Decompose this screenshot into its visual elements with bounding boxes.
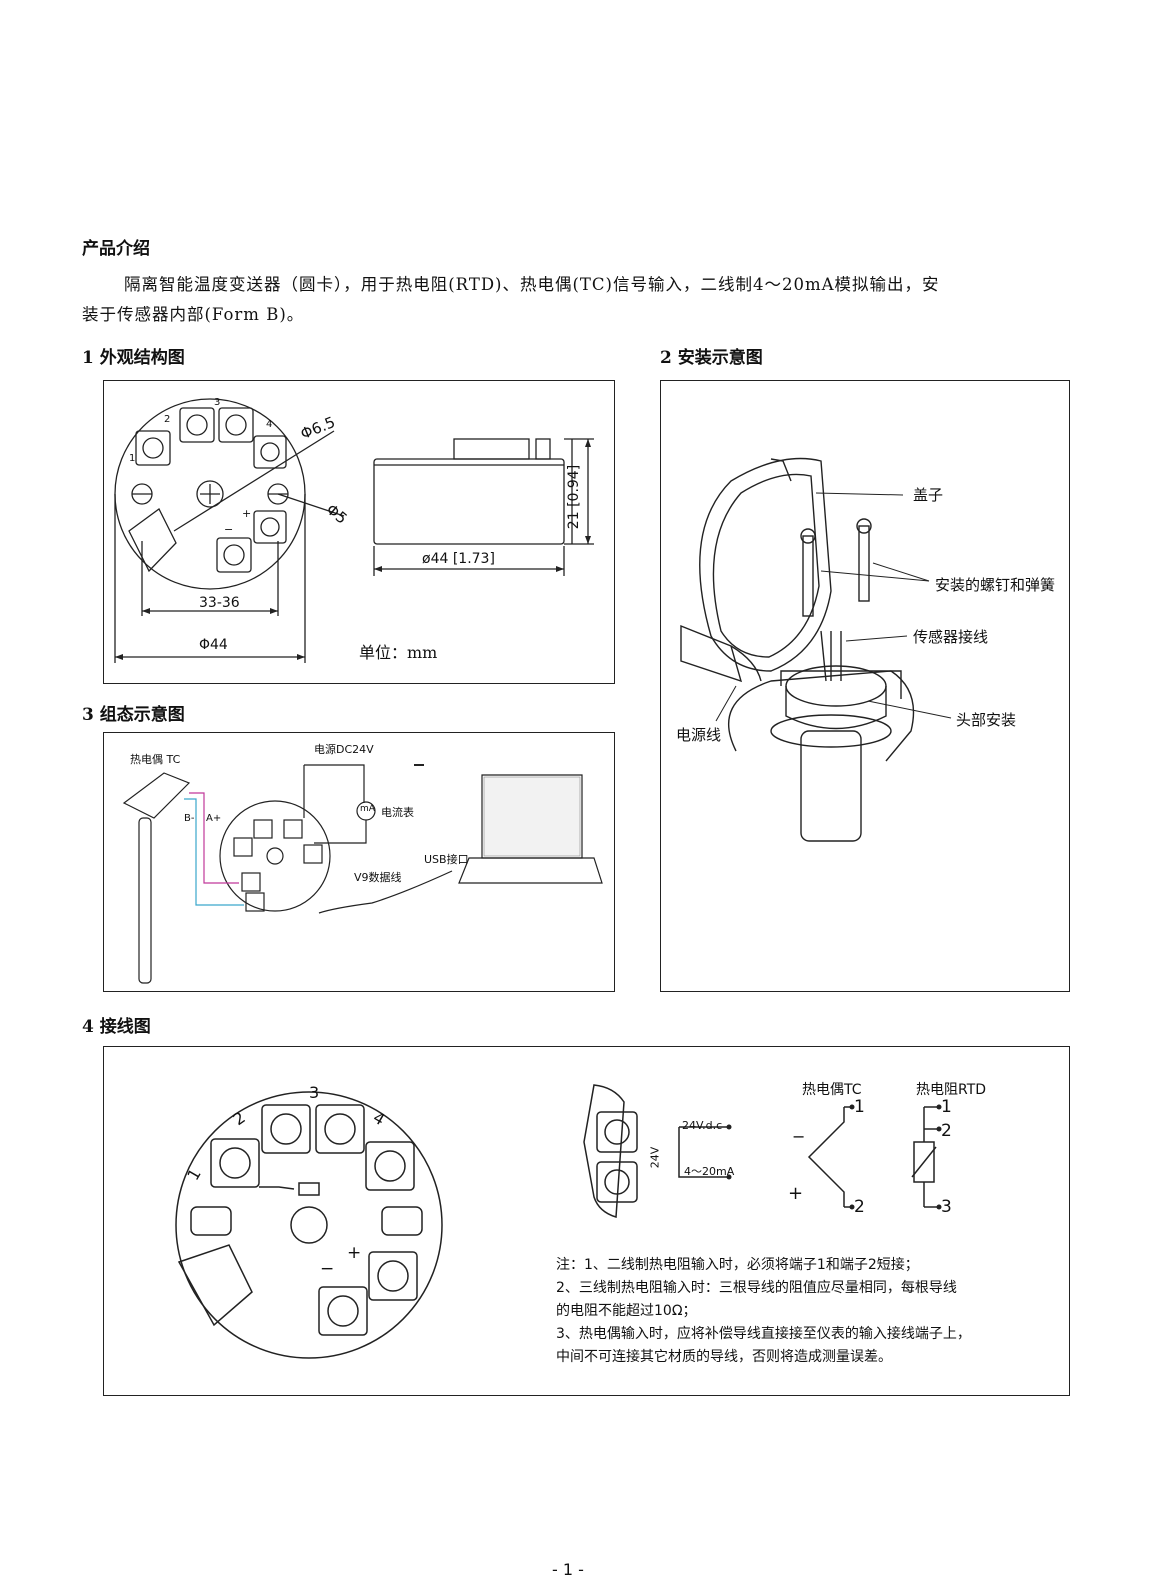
rtd-node-1: 1 xyxy=(941,1097,952,1117)
label-sensor-wire: 传感器接线 xyxy=(913,628,989,646)
label-a-plus: A+ xyxy=(206,813,222,824)
installation-figure: 盖子 安装的螺钉和弹簧 传感器接线 头部安装 电源线 xyxy=(660,380,1070,992)
intro-heading: 产品介绍 xyxy=(82,239,150,259)
section-2-heading: 2 安装示意图 xyxy=(660,348,763,368)
outline-drawing xyxy=(114,398,594,663)
note-line-3: 的电阻不能超过10Ω； xyxy=(556,1303,697,1319)
terminal-label-2: 2 xyxy=(164,414,171,425)
terminal-label-4: 4 xyxy=(266,419,273,430)
label-usb-port: USB接口 xyxy=(424,853,469,866)
label-tc-title: 热电偶TC xyxy=(802,1082,862,1098)
intro-line-2: 装于传感器内部(Form B)。 xyxy=(82,305,305,324)
note-line-5: 中间不可连接其它材质的导线，否则将造成测量误差。 xyxy=(556,1349,892,1365)
intro-paragraph: 隔离智能温度变送器（圆卡），用于热电阻(RTD)、热电偶(TC)信号输入，二线制… xyxy=(82,270,1082,330)
dim-phi-44: Φ44 xyxy=(199,637,228,653)
label-ma: mA xyxy=(360,804,375,814)
installation-drawing xyxy=(680,457,952,842)
label-screws-springs: 安装的螺钉和弹簧 xyxy=(935,576,1056,594)
note-line-2: 2、三线制热电阻输入时：三根导线的阻值应尽量相同，每根导线 xyxy=(556,1280,957,1296)
dim-width-44: ø44 [1.73] xyxy=(422,551,495,567)
wiring-terminal-minus: − xyxy=(320,1259,335,1279)
wiring-terminal-3: 3 xyxy=(309,1083,320,1102)
label-b-minus: B- xyxy=(184,813,195,824)
unit-label: 单位：mm xyxy=(359,643,438,662)
label-power-dc24v: 电源DC24V xyxy=(314,743,374,756)
page-number: - 1 - xyxy=(552,1560,584,1579)
tc-minus-sign: − xyxy=(792,1127,806,1146)
configuration-figure: 热电偶 TC 电源DC24V mA 电流表 USB接口 V9数据线 B- A+ xyxy=(103,732,615,992)
wiring-terminal-plus: + xyxy=(347,1243,362,1263)
label-24v: 24V xyxy=(648,1146,662,1169)
rtd-node-3: 3 xyxy=(941,1197,952,1217)
label-4-20ma: 4～20mA xyxy=(684,1165,735,1178)
label-thermocouple-tc: 热电偶 TC xyxy=(130,753,181,766)
label-power-wire: 电源线 xyxy=(676,726,722,744)
tc-node-1: 1 xyxy=(854,1097,865,1117)
section-1-heading: 1 外观结构图 xyxy=(82,348,185,368)
label-head-mount: 头部安装 xyxy=(956,711,1017,729)
label-rtd-title: 热电阻RTD xyxy=(916,1082,987,1098)
label-cover: 盖子 xyxy=(913,486,944,504)
terminal-label-1: 1 xyxy=(129,453,136,464)
terminal-label-minus: − xyxy=(224,523,234,536)
rtd-node-2: 2 xyxy=(941,1121,952,1141)
configuration-drawing xyxy=(122,764,603,984)
section-4-heading: 4 接线图 xyxy=(82,1017,151,1037)
tc-node-2: 2 xyxy=(854,1197,865,1217)
note-line-4: 3、热电偶输入时，应将补偿导线直接接至仪表的输入接线端子上， xyxy=(556,1326,971,1342)
label-24vdc: 24V.d.c xyxy=(682,1119,723,1132)
label-ammeter: 电流表 xyxy=(381,806,414,819)
intro-line-1: 隔离智能温度变送器（圆卡），用于热电阻(RTD)、热电偶(TC)信号输入，二线制… xyxy=(124,275,940,294)
outline-structure-figure: Φ6.5 Φ5 33-36 Φ44 ø44 [1.73] 21 [0.94] 单… xyxy=(103,380,615,684)
terminal-label-plus: + xyxy=(242,507,252,520)
wiring-notes: 注：1、二线制热电阻输入时，必须将端子1和端子2短接； 2、三线制热电阻输入时：… xyxy=(556,1254,1036,1369)
note-line-1: 注：1、二线制热电阻输入时，必须将端子1和端子2短接； xyxy=(556,1257,919,1273)
label-v9-cable: V9数据线 xyxy=(354,871,402,884)
section-3-heading: 3 组态示意图 xyxy=(82,705,185,725)
dim-33-36: 33-36 xyxy=(199,595,240,611)
terminal-label-3: 3 xyxy=(214,397,221,408)
dim-height-21: 21 [0.94] xyxy=(566,464,583,530)
wiring-diagram-figure: 1 2 3 4 + − 24V.d.c 24V 4～20mA 热电偶TC 热电阻… xyxy=(103,1046,1070,1396)
wiring-drawing xyxy=(175,1084,942,1359)
tc-plus-sign: + xyxy=(788,1183,804,1204)
